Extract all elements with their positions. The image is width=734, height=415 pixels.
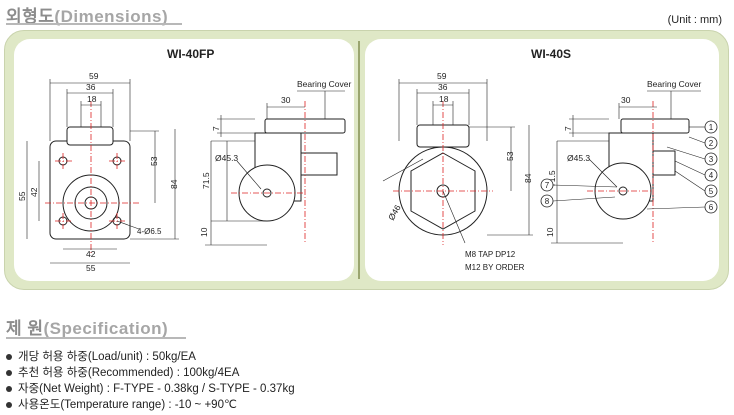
left-side-30: 30	[281, 95, 291, 105]
callout-2: 2	[709, 139, 714, 148]
specification-title-ko: 제 원	[6, 319, 44, 338]
left-dim-55-v: 55	[17, 191, 27, 201]
right-dim-53: 53	[505, 151, 515, 161]
bullet-icon	[6, 401, 12, 408]
left-dim-84: 84	[169, 179, 179, 189]
left-side-dia: Ø45.3	[215, 153, 238, 163]
model-label-right: WI-40S	[531, 47, 572, 61]
spec-text: 자중(Net Weight) : F-TYPE - 0.38kg / S-TYP…	[18, 383, 295, 395]
bullet-icon	[6, 369, 12, 376]
callout-4: 4	[709, 171, 714, 180]
left-side-7: 7	[211, 126, 221, 131]
left-dim-55-b: 55	[86, 263, 96, 273]
spec-item: 사용온도(Temperature range) : -10 ~ +90℃	[6, 397, 295, 413]
right-side-10: 10	[545, 227, 555, 237]
spec-item: 자중(Net Weight) : F-TYPE - 0.38kg / S-TYP…	[6, 381, 295, 397]
unit-label: (Unit : mm)	[667, 14, 722, 26]
bullet-icon	[6, 353, 12, 360]
right-tap-note-2: M12 BY ORDER	[465, 263, 525, 272]
dimensions-title-underline	[6, 23, 182, 25]
bullet-icon	[6, 385, 12, 392]
right-technical-drawing: 59 36 18 53 84 Ø46 M8 TAP DP12 M12 BY OR…	[382, 71, 718, 272]
right-dim-36: 36	[438, 82, 448, 92]
right-side-dia: Ø45.3	[567, 153, 590, 163]
specification-title: 제 원(Specification)	[6, 314, 168, 339]
left-front-top	[66, 126, 114, 146]
right-dim-18: 18	[439, 94, 449, 104]
left-dim-42-b: 42	[86, 249, 96, 259]
left-bearing-cover: Bearing Cover	[297, 79, 352, 89]
callout-1: 1	[709, 123, 714, 132]
callout-3: 3	[709, 155, 714, 164]
left-side-stem	[300, 152, 338, 176]
callout-5: 5	[709, 187, 714, 196]
dimensions-title-ko: 외형도	[6, 7, 55, 26]
specification-title-underline	[6, 337, 186, 339]
right-tap-note-1: M8 TAP DP12	[465, 250, 516, 259]
callout-7: 7	[545, 181, 550, 190]
left-side-10: 10	[199, 227, 209, 237]
callout-6: 6	[709, 203, 714, 212]
panel-divider	[358, 41, 360, 279]
left-dim-18: 18	[87, 94, 97, 104]
left-front-base	[49, 140, 131, 240]
left-dim-36: 36	[86, 82, 96, 92]
spec-text: 개당 허용 하중(Load/unit) : 50kg/EA	[18, 351, 196, 363]
right-bearing-cover: Bearing Cover	[647, 79, 702, 89]
left-technical-drawing: 59 36 18 53 84 55 42 42 55 4-Ø6.5	[17, 71, 352, 273]
spec-text: 추천 허용 하중(Recommended) : 100kg/4EA	[18, 367, 240, 379]
specification-list: 개당 허용 하중(Load/unit) : 50kg/EA 추천 허용 하중(R…	[6, 349, 295, 413]
right-dim-46: Ø46	[386, 203, 403, 222]
left-dim-53: 53	[149, 156, 159, 166]
left-dim-42-v: 42	[29, 187, 39, 197]
spec-text: 사용온도(Temperature range) : -10 ~ +90℃	[18, 399, 237, 411]
callout-8: 8	[545, 197, 550, 206]
drawing-panel: WI-40FP WI-40S	[4, 30, 729, 290]
right-side-30: 30	[621, 95, 631, 105]
dimensions-title: 외형도(Dimensions)	[6, 2, 168, 27]
right-dim-84: 84	[523, 173, 533, 183]
right-dim-59: 59	[437, 71, 447, 81]
spec-item: 추천 허용 하중(Recommended) : 100kg/4EA	[6, 365, 295, 381]
right-side-cover	[620, 118, 690, 134]
left-side-71-5: 71.5	[201, 172, 211, 189]
right-side-71-5: 71.5	[547, 170, 557, 187]
left-dim-59: 59	[89, 71, 99, 81]
right-side-7: 7	[563, 126, 573, 131]
dimensions-title-en: (Dimensions)	[54, 7, 169, 26]
left-hole-note: 4-Ø6.5	[137, 227, 162, 236]
spec-item: 개당 허용 하중(Load/unit) : 50kg/EA	[6, 349, 295, 365]
specification-title-en: (Specification)	[43, 319, 169, 338]
model-label-left: WI-40FP	[167, 47, 215, 61]
right-side-stem	[652, 150, 676, 176]
